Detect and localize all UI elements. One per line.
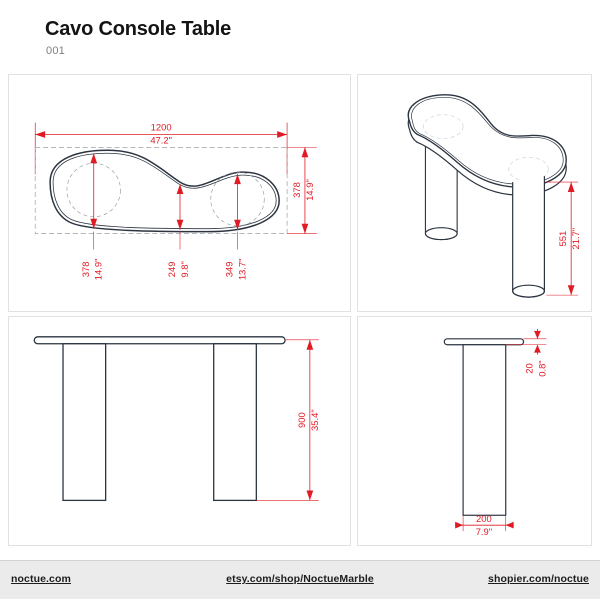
dim-left-leg-depth-mm: 378 — [80, 262, 91, 278]
dim-right-leg-depth-mm: 349 — [224, 262, 235, 278]
tabletop-iso — [407, 94, 567, 196]
dimension-leg-height: 551 21.7" — [546, 181, 581, 296]
footer-link-etsy[interactable]: etsy.com/shop/NoctueMarble — [226, 573, 374, 585]
sheet-footer: noctue.com etsy.com/shop/NoctueMarble sh… — [0, 560, 600, 599]
view-panel-grid: 1200 47.2" 37 — [8, 74, 592, 546]
footer-link-website[interactable]: noctue.com — [11, 573, 71, 585]
isometric-view-drawing: 551 21.7" — [407, 94, 581, 298]
dim-waist-depth-inch: 9.8" — [179, 261, 190, 277]
dim-overall-width-inch: 47.2" — [150, 134, 172, 145]
sheet-header: Cavo Console Table 001 — [0, 0, 600, 72]
dim-total-height-mm: 900 — [296, 412, 307, 428]
dimension-leg-width: 200 7.9" — [455, 513, 514, 537]
top-view-drawing: 1200 47.2" 37 — [34, 122, 317, 281]
dim-overall-depth-mm: 378 — [291, 182, 302, 198]
leg-locator-back-icon — [423, 114, 464, 139]
dim-leg-height-inch: 21.7" — [570, 228, 581, 250]
drawing-code: 001 — [46, 45, 65, 57]
page-title: Cavo Console Table — [45, 18, 232, 40]
side-view-drawing: 20 0.8" 200 7.9" — [443, 328, 547, 537]
panel-front-view: 900 35.4" — [8, 316, 351, 546]
dim-left-leg-depth-inch: 14.9" — [93, 259, 104, 281]
leg-front — [512, 176, 545, 298]
dimension-overall-depth: 378 14.9" — [287, 147, 317, 234]
dim-right-leg-depth-inch: 13.7" — [236, 259, 247, 281]
front-view-drawing: 900 35.4" — [33, 336, 320, 502]
dimension-top-thickness: 20 0.8" — [505, 328, 547, 377]
side-tabletop — [443, 338, 525, 346]
dim-waist-depth-mm: 249 — [166, 262, 177, 278]
dimension-overall-width: 1200 47.2" — [34, 122, 288, 175]
front-tabletop — [33, 336, 286, 345]
side-leg — [462, 344, 507, 516]
panel-isometric-view: 551 21.7" — [357, 74, 592, 312]
dim-leg-width-mm: 200 — [476, 513, 492, 524]
front-leg-left — [62, 343, 107, 502]
front-leg-right — [213, 343, 257, 502]
dimension-right-leg-depth: 349 13.7" — [224, 174, 247, 281]
dimension-total-height: 900 35.4" — [256, 339, 320, 501]
dim-overall-depth-inch: 14.9" — [304, 179, 315, 201]
leg-locator-front-icon — [508, 156, 549, 182]
tabletop-outline-inner — [52, 152, 277, 230]
dim-leg-width-inch: 7.9" — [476, 526, 492, 537]
dimension-left-leg-depth: 378 14.9" — [80, 153, 104, 280]
dim-leg-height-mm: 551 — [557, 231, 568, 247]
dim-overall-width-mm: 1200 — [151, 122, 172, 133]
footer-link-shopier[interactable]: shopier.com/noctue — [488, 573, 589, 585]
tabletop-outline-outer — [49, 149, 280, 233]
panel-side-view: 20 0.8" 200 7.9" — [357, 316, 592, 546]
dimension-waist-depth: 249 9.8" — [166, 184, 190, 278]
dim-top-thickness-inch: 0.8" — [536, 360, 547, 376]
panel-top-view: 1200 47.2" 37 — [8, 74, 351, 312]
dim-top-thickness-mm: 20 — [523, 363, 534, 373]
dim-total-height-inch: 35.4" — [309, 409, 320, 431]
bounding-box — [34, 147, 288, 235]
